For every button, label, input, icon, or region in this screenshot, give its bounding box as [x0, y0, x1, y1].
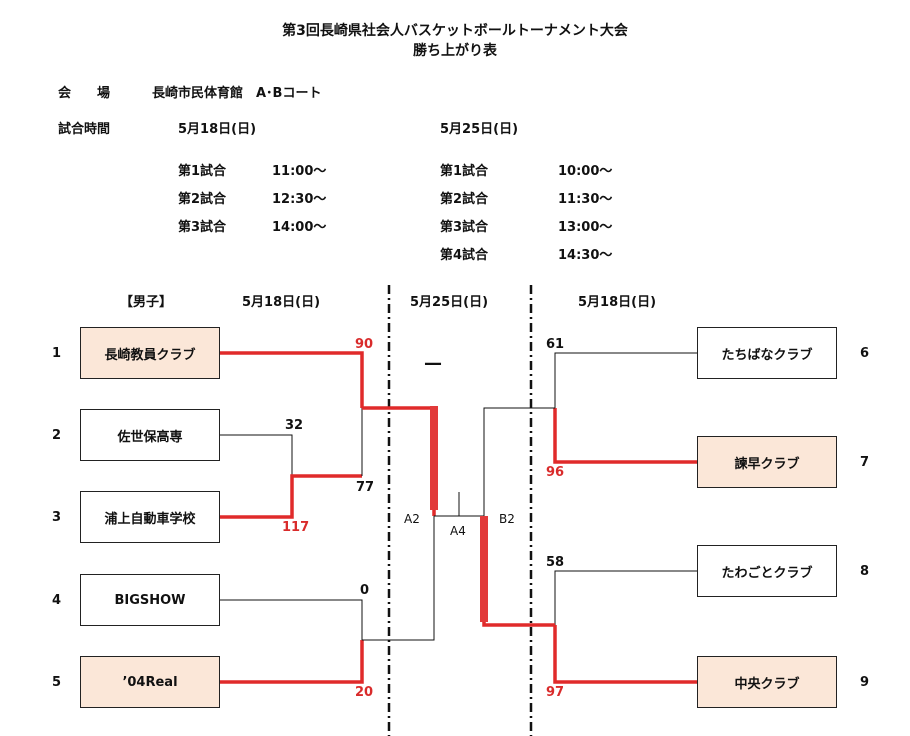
code-a4: A4 — [450, 524, 466, 538]
seed-number: 7 — [860, 455, 870, 470]
team-name: BIGSHOW — [114, 592, 186, 608]
day1-game-name: 第2試合 — [178, 192, 227, 207]
day2-game-time: 11:30〜 — [558, 192, 613, 207]
code-a2: A2 — [404, 512, 420, 526]
day2-game-time: 10:00〜 — [558, 164, 613, 179]
venue-label: 会 場 — [58, 86, 111, 101]
score-team-5: 20 — [355, 685, 374, 700]
team-box-7: 諫早クラブ — [697, 436, 837, 488]
team-box-6: たちばなクラブ — [697, 327, 837, 379]
line-team-1-win — [220, 351, 364, 408]
team-name: ’04Real — [122, 674, 178, 690]
team-box-5: ’04Real — [80, 656, 220, 708]
day1-game-name: 第1試合 — [178, 164, 227, 179]
day2-game-name: 第4試合 — [440, 248, 489, 263]
score-team-3: 117 — [282, 520, 310, 535]
line-team-6 — [554, 352, 697, 408]
line-to-final-right — [482, 516, 555, 627]
score-team-9: 97 — [546, 685, 565, 700]
day1-date: 5月18日(日) — [178, 122, 257, 137]
column-header-center: 5月25日(日) — [410, 295, 489, 310]
team-box-9: 中央クラブ — [697, 656, 837, 708]
seed-number: 3 — [52, 510, 62, 525]
team-box-2: 佐世保高専 — [80, 409, 220, 461]
seed-number: 6 — [860, 346, 870, 361]
team-name: 中央クラブ — [734, 676, 800, 692]
line-to-final-left — [362, 406, 436, 516]
score-team-3-semi: 77 — [356, 480, 375, 495]
division-label: 【男子】 — [120, 295, 173, 310]
score-team-2: 32 — [285, 418, 304, 433]
line-team-7-win — [553, 408, 697, 464]
day2-game-time: 14:30〜 — [558, 248, 613, 263]
seed-number: 4 — [52, 593, 62, 608]
day1-game-name: 第3試合 — [178, 220, 227, 235]
highlight-bar-right — [480, 516, 488, 622]
day2-game-name: 第1試合 — [440, 164, 489, 179]
day2-game-time: 13:00〜 — [558, 220, 613, 235]
team-box-3: 浦上自動車学校 — [80, 491, 220, 543]
venue-value: 長崎市民体育館 A･Bコート — [152, 86, 322, 101]
team-name: 佐世保高専 — [117, 429, 183, 445]
team-name: たちばなクラブ — [721, 347, 813, 363]
line-team-5-win — [220, 640, 364, 684]
score-team-7: 96 — [546, 465, 565, 480]
day1-game-time: 11:00〜 — [272, 164, 327, 179]
line-team-2 — [220, 434, 293, 476]
score-team-1: 90 — [355, 337, 374, 352]
seed-number: 2 — [52, 428, 62, 443]
team-name: 浦上自動車学校 — [104, 511, 196, 527]
schedule-label: 試合時間 — [58, 122, 111, 137]
team-box-4: BIGSHOW — [80, 574, 220, 626]
line-team-9-win — [553, 625, 697, 684]
line-a4-left — [362, 516, 435, 641]
score-team-4: 0 — [360, 583, 370, 598]
seed-number: 8 — [860, 564, 870, 579]
score-team-6: 61 — [546, 337, 565, 352]
day2-game-name: 第3試合 — [440, 220, 489, 235]
page-subtitle: 勝ち上がり表 — [413, 43, 497, 59]
day1-game-time: 12:30〜 — [272, 192, 327, 207]
code-b2: B2 — [499, 512, 515, 526]
highlight-bar-left — [430, 406, 438, 510]
day2-game-name: 第2試合 — [440, 192, 489, 207]
line-team-4 — [220, 599, 363, 640]
column-header-left: 5月18日(日) — [242, 295, 321, 310]
score-team-8: 58 — [546, 555, 565, 570]
day1-game-time: 14:00〜 — [272, 220, 327, 235]
page-title: 第3回長崎県社会人バスケットボールトーナメント大会 — [282, 23, 628, 39]
line-team-8 — [554, 570, 697, 625]
line-team-3-win — [220, 474, 362, 519]
final-score-placeholder: — — [424, 353, 442, 374]
team-name: 長崎教員クラブ — [104, 347, 196, 363]
line-b2-right — [483, 407, 555, 516]
seed-number: 9 — [860, 675, 870, 690]
team-box-8: たわごとクラブ — [697, 545, 837, 597]
seed-number: 1 — [52, 346, 62, 361]
day2-date: 5月25日(日) — [440, 122, 519, 137]
team-name: たわごとクラブ — [721, 565, 813, 581]
seed-number: 5 — [52, 675, 62, 690]
column-header-right: 5月18日(日) — [578, 295, 657, 310]
team-name: 諫早クラブ — [734, 456, 800, 472]
team-box-1: 長崎教員クラブ — [80, 327, 220, 379]
